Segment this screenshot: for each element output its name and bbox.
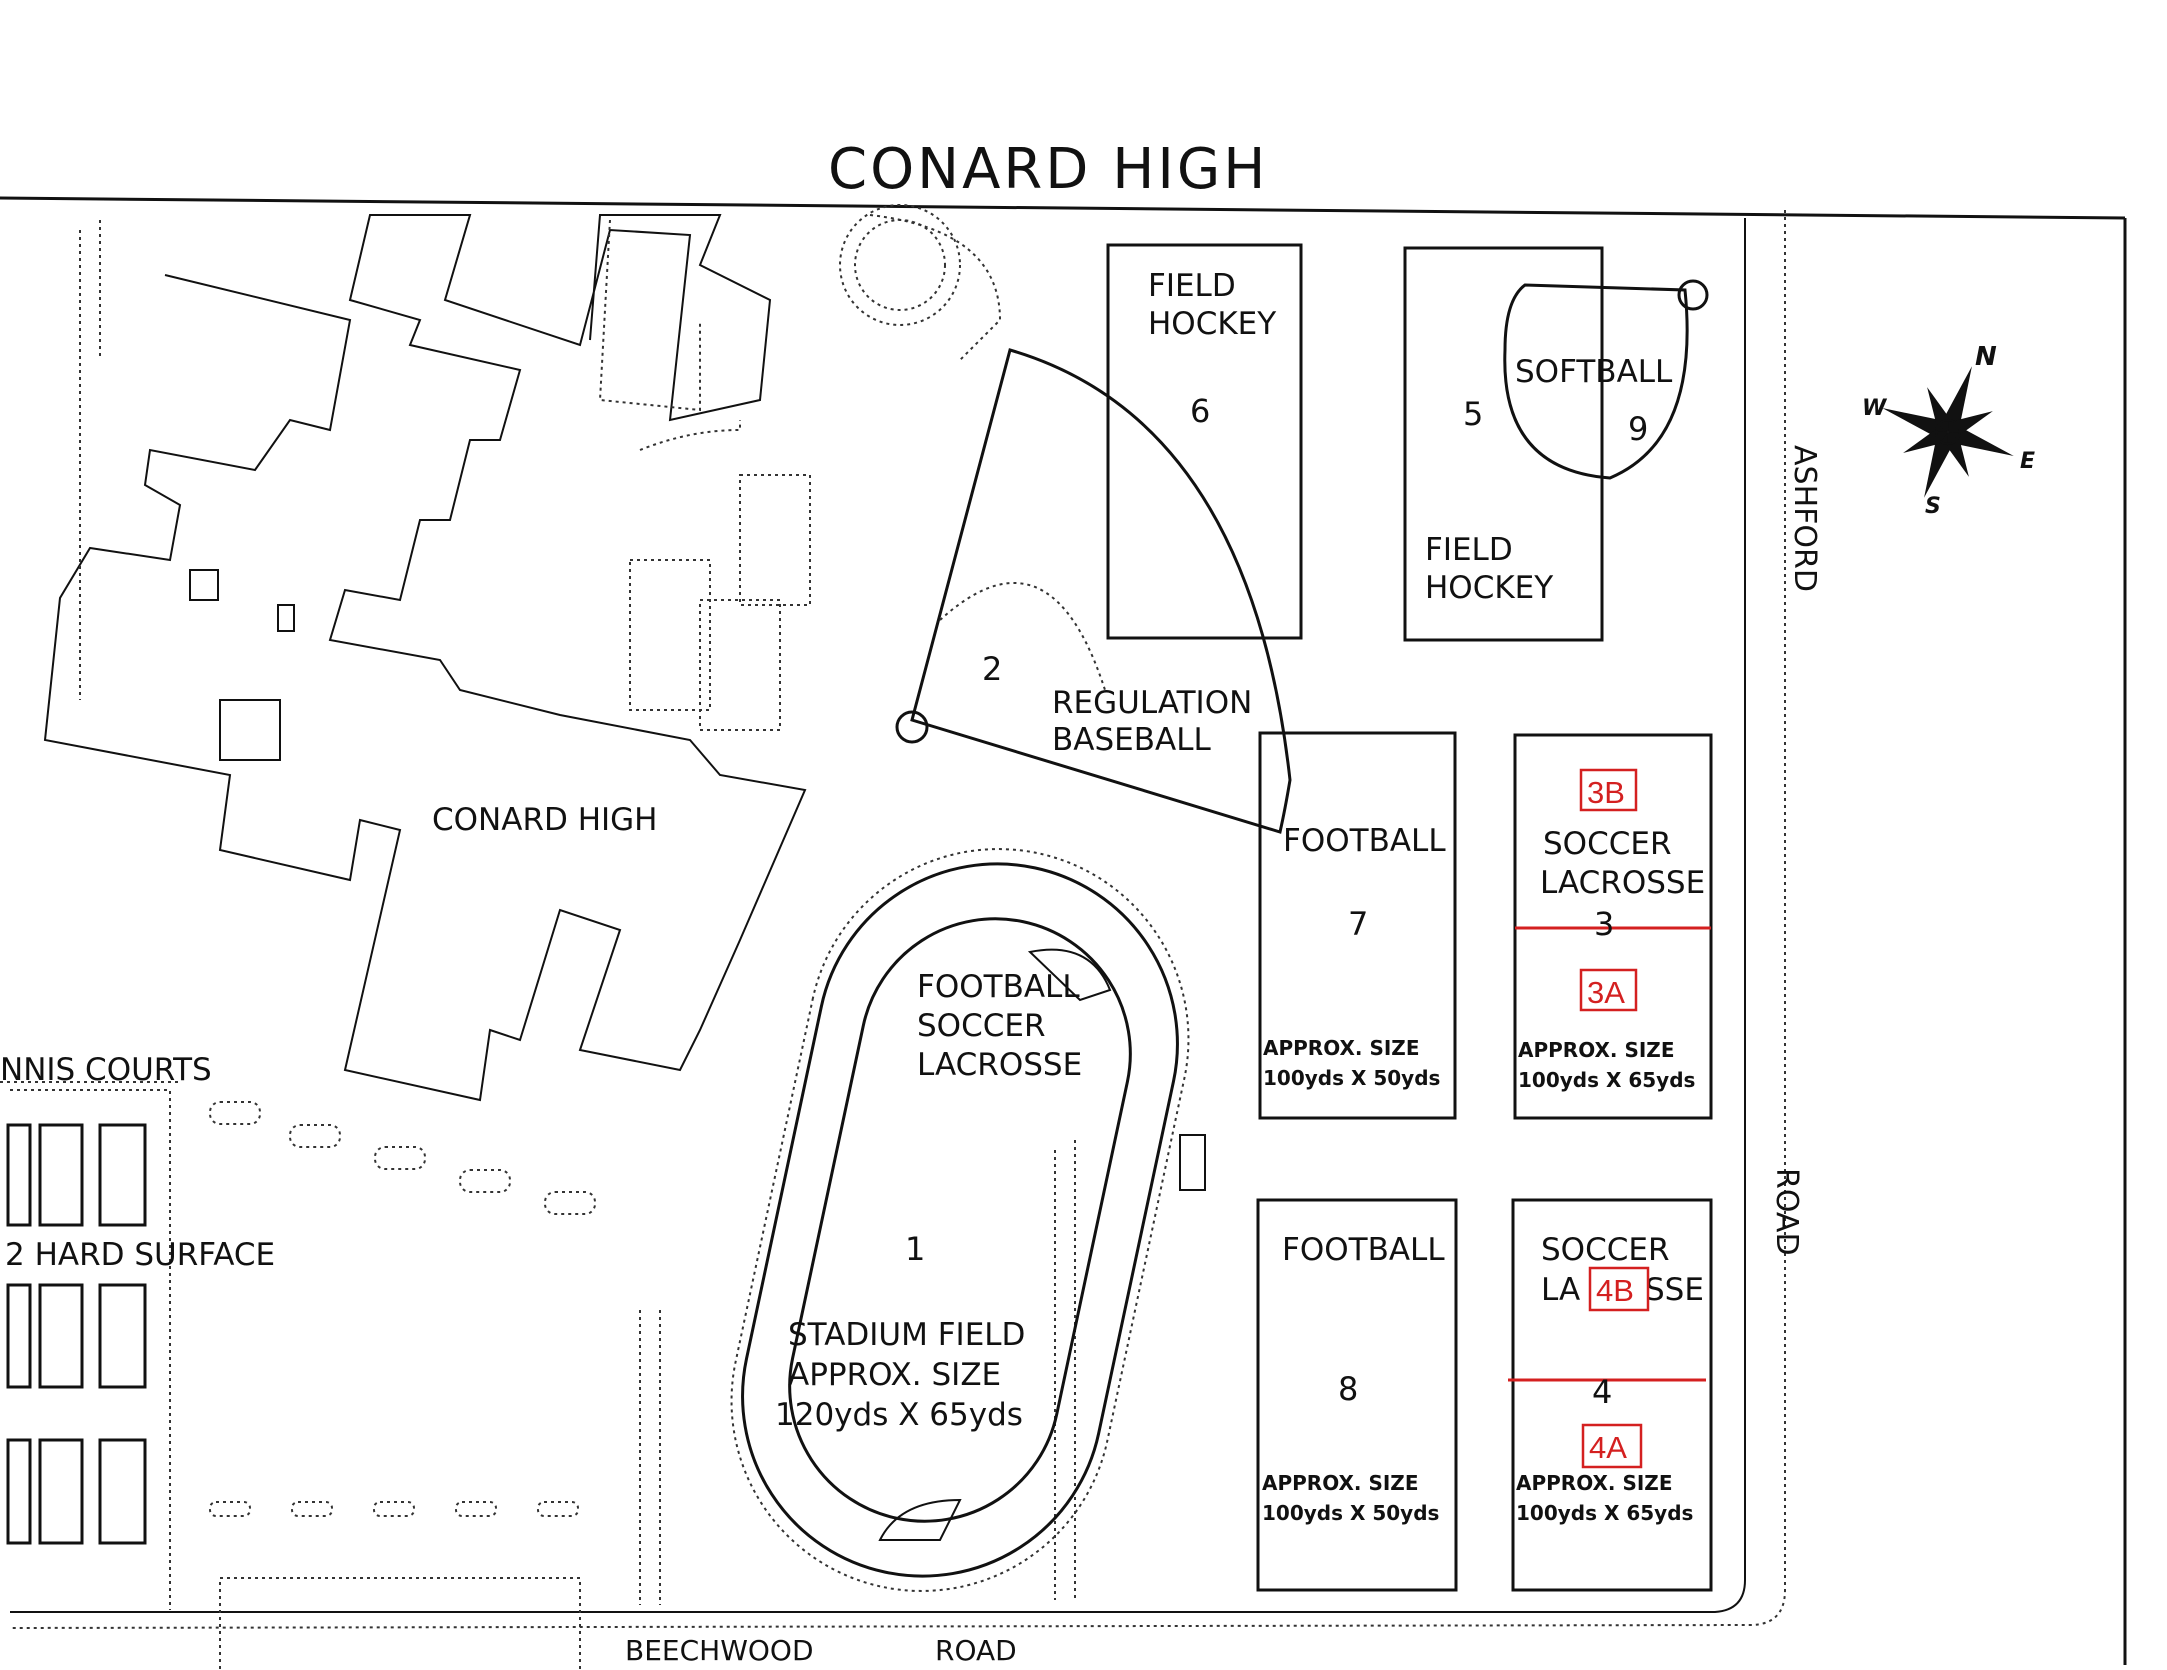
field-4b-tag: 4B <box>1596 1273 1634 1308</box>
field-8-size-label: APPROX. SIZE <box>1262 1471 1418 1495</box>
field-1-number: 1 <box>905 1230 925 1268</box>
compass-s: S <box>1925 494 1941 519</box>
tennis-court-row <box>6 1283 147 1389</box>
field-1-label-lacrosse: LACROSSE <box>917 1047 1082 1083</box>
compass-w: W <box>1862 396 1888 421</box>
field-8-size-value: 100yds X 50yds <box>1262 1501 1439 1525</box>
field-5-number: 5 <box>1463 395 1483 433</box>
map-title: CONARD HIGH <box>828 137 1268 202</box>
beechwood-road-label: BEECHWOOD <box>625 1634 814 1667</box>
field-4b-tag-box <box>1588 1266 1650 1312</box>
field-9-label-softball: SOFTBALL <box>1515 354 1673 390</box>
field-2-label-regulation: REGULATION <box>1052 685 1252 721</box>
field-3a-tag-box <box>1579 968 1638 1012</box>
field-8-number: 8 <box>1338 1370 1358 1408</box>
field-4-label-lacrosse-end: SSE <box>1645 1272 1704 1308</box>
field-3b-tag-box <box>1579 768 1638 812</box>
parking-islands <box>209 1101 596 1517</box>
field-6-number: 6 <box>1190 392 1210 430</box>
field-4-size-value: 100yds X 65yds <box>1516 1501 1693 1525</box>
field-5-label-hockey: HOCKEY <box>1425 570 1553 606</box>
field-2-baseball <box>895 348 1292 834</box>
field-1-size-value: 120yds X 65yds <box>775 1397 1023 1433</box>
field-4-label-soccer: SOCCER <box>1541 1232 1670 1268</box>
compass-e: E <box>2020 449 2035 474</box>
field-3-size-value: 100yds X 65yds <box>1518 1068 1695 1092</box>
field-4a-tag-box <box>1581 1423 1643 1469</box>
field-6-label-field: FIELD <box>1148 268 1236 304</box>
tennis-courts: NNIS COURTS 2 HARD SURFACE <box>0 1052 275 1610</box>
field-3b-tag: 3B <box>1587 775 1625 810</box>
field-1-label-soccer: SOCCER <box>917 1008 1046 1044</box>
tennis-court-row <box>6 1438 147 1545</box>
field-4-boundary <box>1511 1198 1713 1592</box>
compass-n: N <box>1975 342 1997 372</box>
field-4-number: 4 <box>1592 1373 1612 1411</box>
field-1-stadium-label: STADIUM FIELD <box>788 1317 1025 1353</box>
field-9-number: 9 <box>1628 410 1648 448</box>
stadium-track <box>730 848 1190 1592</box>
field-5-boundary <box>1403 246 1604 642</box>
south-road-label: ROAD <box>935 1634 1017 1667</box>
field-5-label-field: FIELD <box>1425 532 1513 568</box>
field-3a-tag: 3A <box>1587 975 1625 1010</box>
field-6-boundary <box>1106 243 1303 640</box>
building-label: CONARD HIGH <box>432 802 658 838</box>
ashford-road-label: ASHFORD <box>1787 445 1822 592</box>
field-8-boundary <box>1256 1198 1458 1592</box>
field-1-size-label: APPROX. SIZE <box>788 1357 1001 1393</box>
field-9-softball <box>1503 279 1709 480</box>
field-3-number: 3 <box>1594 905 1614 943</box>
field-1-label-football: FOOTBALL <box>917 969 1080 1005</box>
field-4a-tag: 4A <box>1589 1430 1627 1465</box>
field-4-label-lacrosse-start: LA <box>1541 1272 1580 1308</box>
field-7-size-label: APPROX. SIZE <box>1263 1036 1419 1060</box>
tennis-court-row <box>6 1123 147 1227</box>
field-2-label-baseball: BASEBALL <box>1052 722 1211 758</box>
field-4-size-label: APPROX. SIZE <box>1516 1471 1672 1495</box>
field-7-size-value: 100yds X 50yds <box>1263 1066 1440 1090</box>
compass-rose-icon <box>1882 366 2014 498</box>
field-7-number: 7 <box>1348 905 1368 943</box>
parking-areas <box>209 219 1206 1670</box>
property-boundary <box>0 196 2127 1665</box>
field-6-label-hockey: HOCKEY <box>1148 306 1276 342</box>
field-7-boundary <box>1258 731 1457 1120</box>
field-3-size-label: APPROX. SIZE <box>1518 1038 1674 1062</box>
field-7-label-football: FOOTBALL <box>1283 823 1446 859</box>
tennis-courts-label: NNIS COURTS <box>0 1052 212 1088</box>
field-2-number: 2 <box>982 650 1002 688</box>
hard-surface-label: 2 HARD SURFACE <box>5 1237 275 1273</box>
field-3-label-soccer: SOCCER <box>1543 826 1672 862</box>
school-building <box>43 204 1002 1102</box>
field-8-label-football: FOOTBALL <box>1282 1232 1445 1268</box>
field-3-label-lacrosse: LACROSSE <box>1540 865 1705 901</box>
east-road-label: ROAD <box>1769 1168 1804 1256</box>
